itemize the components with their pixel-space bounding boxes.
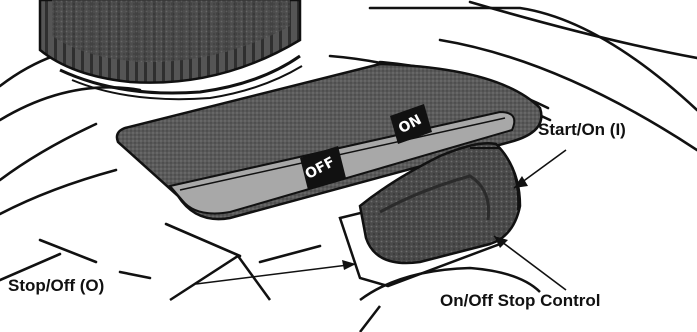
engine-knob <box>40 0 302 99</box>
callout-start-on: Start/On (I) <box>538 121 626 138</box>
leader-stop-control <box>494 236 566 290</box>
callout-on-off-stop-control: On/Off Stop Control <box>440 292 601 309</box>
callout-stop-off: Stop/Off (O) <box>8 277 104 294</box>
